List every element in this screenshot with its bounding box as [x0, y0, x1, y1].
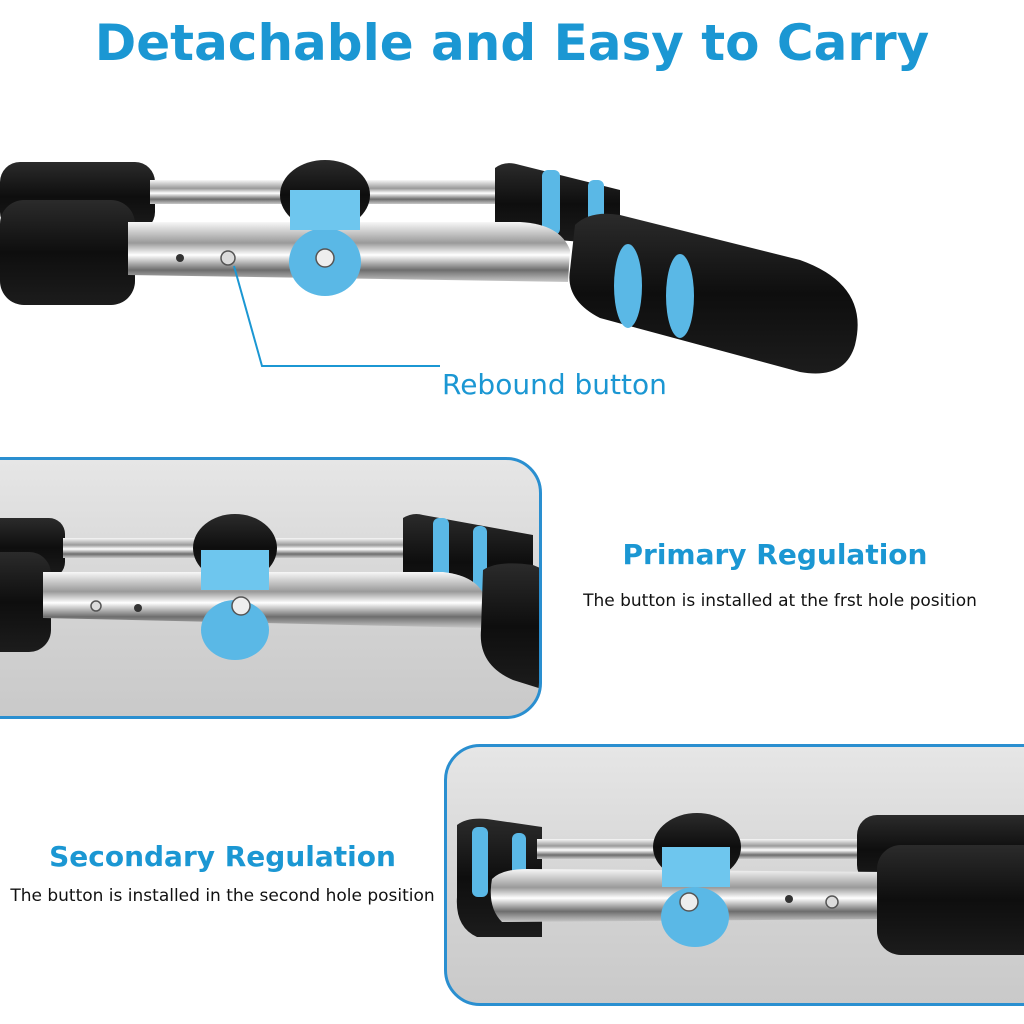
- secondary-regulation-title: Secondary Regulation: [49, 840, 396, 873]
- primary-regulation-panel: [0, 457, 542, 719]
- primary-regulation-title: Primary Regulation: [622, 538, 928, 571]
- rebound-button-label: Rebound button: [442, 368, 667, 401]
- secondary-regulation-description: The button is installed in the second ho…: [10, 886, 435, 906]
- product-image-secondary: [456, 813, 1024, 955]
- secondary-regulation-panel: [444, 744, 1024, 1006]
- product-image-top: [0, 160, 858, 374]
- product-image-primary: [0, 514, 539, 689]
- page-title: Detachable and Easy to Carry: [94, 14, 930, 72]
- primary-regulation-description: The button is installed at the frst hole…: [583, 591, 977, 611]
